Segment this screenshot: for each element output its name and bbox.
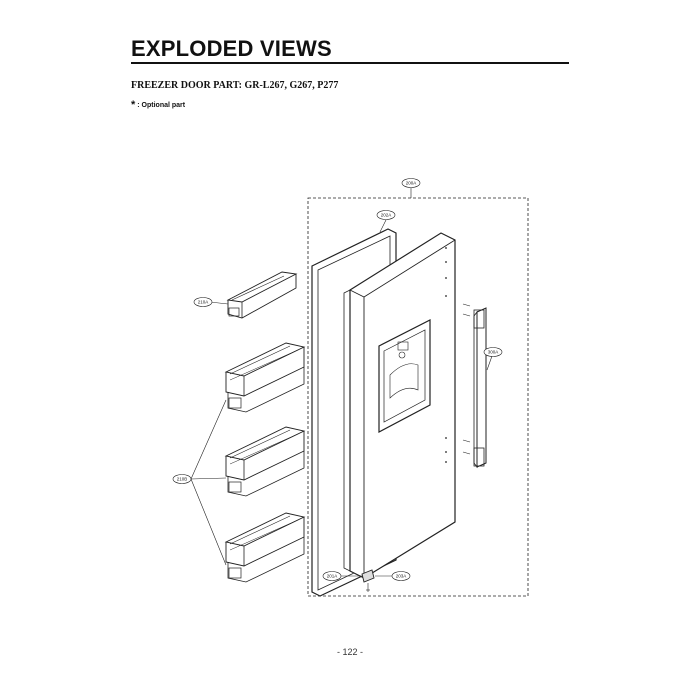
door-handle — [462, 303, 493, 469]
callout-300a: 300A — [483, 347, 503, 357]
freezer-door-panel — [343, 232, 456, 579]
svg-text:203A: 203A — [396, 574, 407, 579]
callout-200a: 200A — [401, 178, 421, 188]
door-bin-3 — [224, 512, 306, 583]
lower-hinge — [341, 569, 392, 592]
svg-text:300A: 300A — [488, 350, 499, 355]
top-door-bin — [209, 271, 298, 319]
door-bin-1 — [224, 342, 306, 413]
page-number: - 122 - — [336, 647, 363, 657]
title-rule — [131, 62, 569, 64]
callout-201a: 201A — [322, 571, 342, 581]
callout-210a: 210A — [193, 297, 213, 307]
basket-leader-lines — [190, 399, 227, 566]
door-bin-2 — [224, 426, 306, 497]
callout-202a: 202A — [376, 210, 396, 220]
svg-text:201A: 201A — [327, 574, 338, 579]
legend-text: : Optional part — [137, 102, 186, 109]
page-title: EXPLODED VIEWS — [131, 36, 332, 61]
legend: *: Optional part — [131, 99, 185, 111]
callout-210b: 210B — [172, 474, 192, 484]
svg-text:210A: 210A — [198, 300, 209, 305]
section-subtitle: FREEZER DOOR PART: GR-L267, G267, P277 — [131, 80, 339, 91]
door-assembly-boundary — [307, 197, 529, 597]
optional-part-symbol: * — [131, 99, 136, 111]
svg-text:202A: 202A — [381, 213, 392, 218]
svg-text:200A: 200A — [406, 181, 417, 186]
svg-text:210B: 210B — [177, 477, 188, 482]
callout-203a: 203A — [391, 571, 411, 581]
dispenser-recess — [378, 319, 431, 433]
